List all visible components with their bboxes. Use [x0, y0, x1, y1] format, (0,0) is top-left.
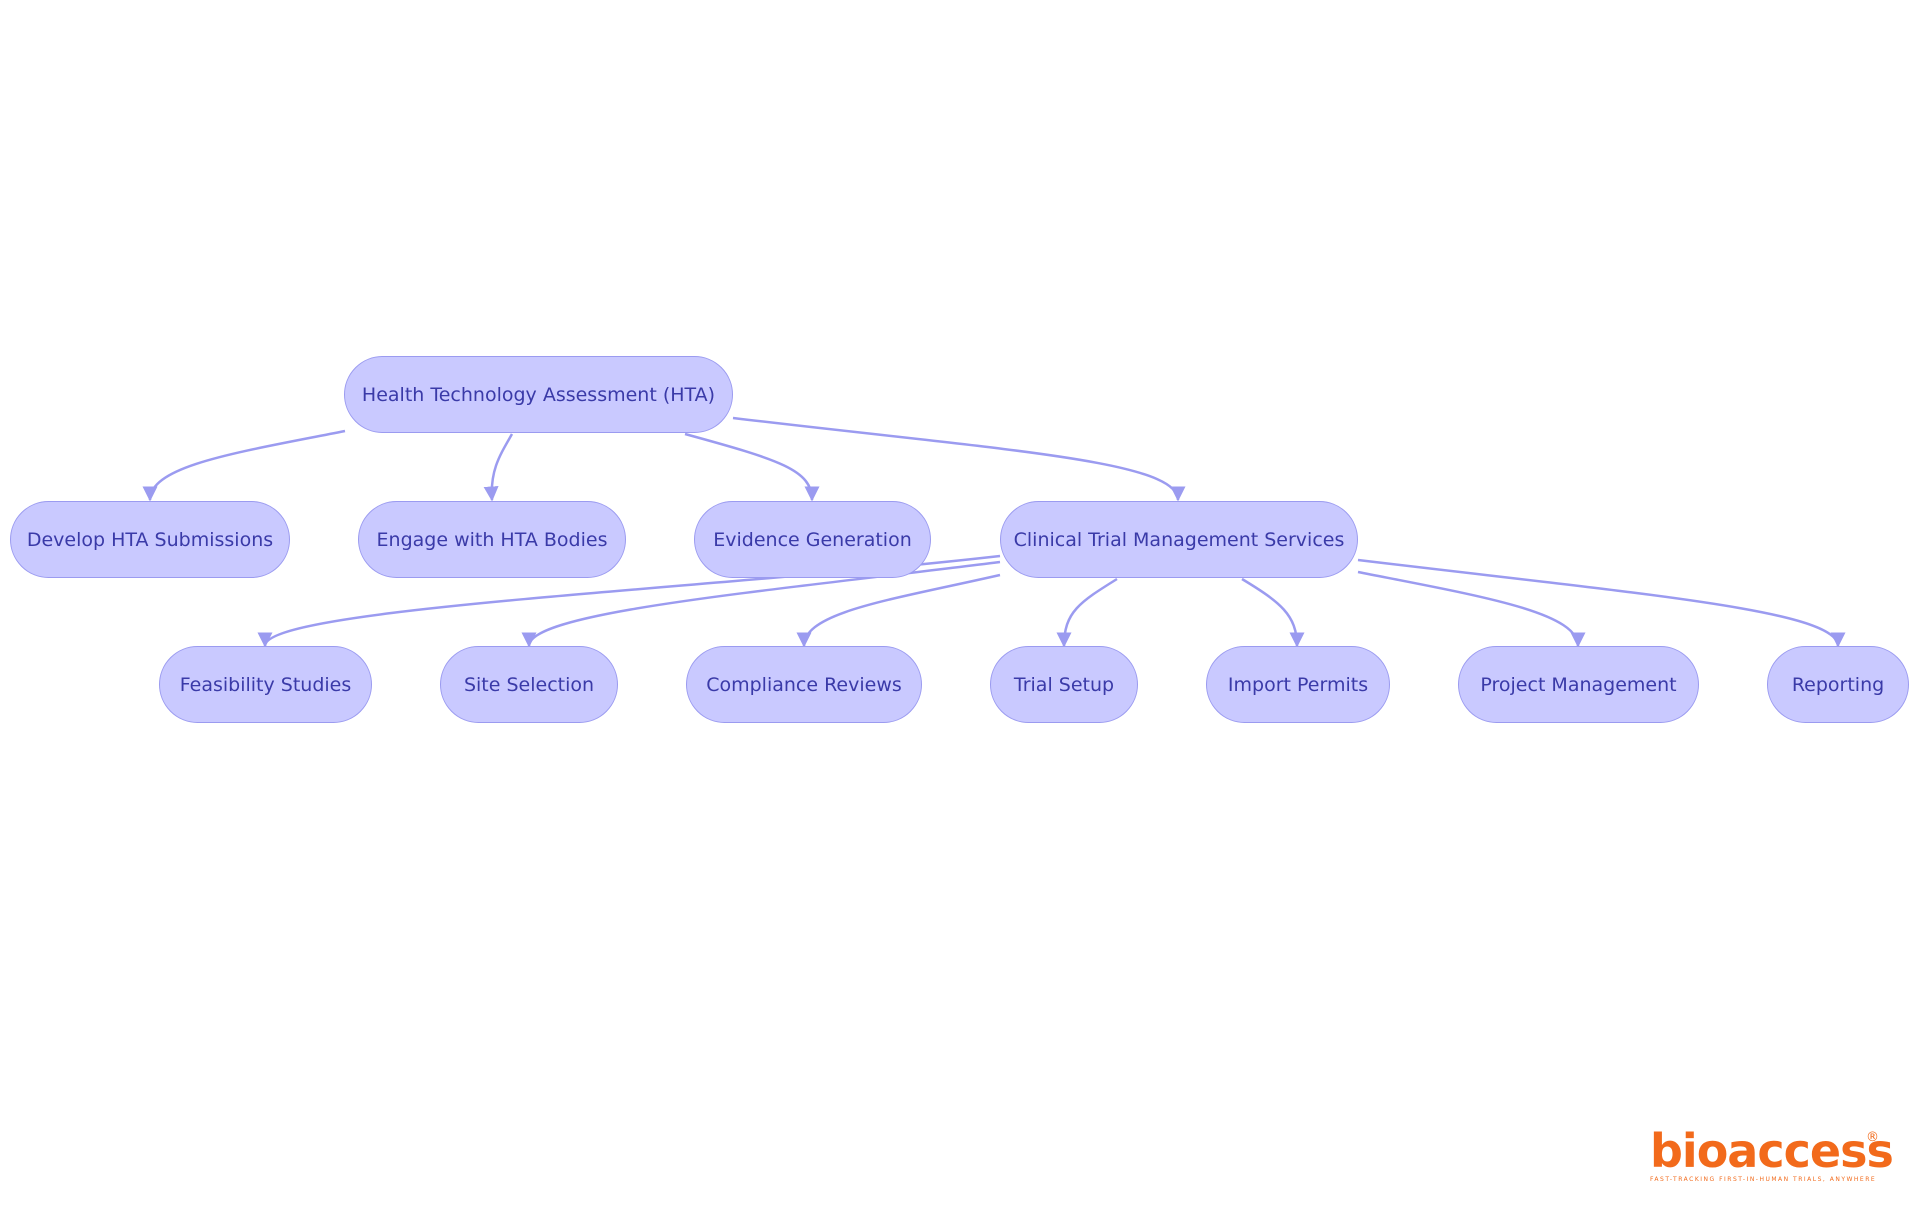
edge-ctms-to-reporting [1357, 558, 1846, 648]
node-setup-label: Trial Setup [1013, 673, 1115, 696]
logo-wordmark: bioaccess [1650, 1124, 1894, 1178]
edge-ctms-to-setup [1056, 577, 1118, 648]
node-hta-label: Health Technology Assessment (HTA) [361, 383, 716, 406]
node-feasibility-label: Feasibility Studies [179, 673, 352, 696]
node-site-label: Site Selection [463, 673, 595, 696]
logo-tagline: FAST-TRACKING FIRST-IN-HUMAN TRIALS, ANY… [1650, 1176, 1877, 1183]
edge-ctms-to-project [1357, 570, 1586, 648]
node-reporting-label: Reporting [1791, 673, 1885, 696]
node-site-selection: Site Selection [440, 646, 618, 723]
node-feasibility-studies: Feasibility Studies [159, 646, 372, 723]
node-project-management: Project Management [1458, 646, 1699, 723]
node-reporting: Reporting [1767, 646, 1909, 723]
edge-ctms-to-import [1241, 577, 1305, 648]
edge-ctms-to-compliance [796, 573, 1001, 648]
edge-hta-to-develop [142, 429, 346, 502]
node-engage-label: Engage with HTA Bodies [376, 528, 608, 551]
node-evidence-generation: Evidence Generation [694, 501, 931, 578]
bioaccess-logo: bioaccess ® FAST-TRACKING FIRST-IN-HUMAN… [1650, 1124, 1894, 1184]
edge-hta-to-evidence [684, 432, 820, 502]
edge-hta-to-engage [483, 433, 514, 502]
node-compliance-label: Compliance Reviews [706, 673, 902, 696]
node-import-permits: Import Permits [1206, 646, 1390, 723]
node-develop-label: Develop HTA Submissions [26, 528, 274, 551]
node-compliance-reviews: Compliance Reviews [686, 646, 922, 723]
node-clinical-trial-management-services: Clinical Trial Management Services [1000, 501, 1358, 578]
node-import-label: Import Permits [1227, 673, 1369, 696]
node-ctms-label: Clinical Trial Management Services [1013, 528, 1345, 551]
node-develop-hta-submissions: Develop HTA Submissions [10, 501, 290, 578]
logo-registered-mark: ® [1866, 1130, 1879, 1145]
node-hta: Health Technology Assessment (HTA) [344, 356, 733, 433]
node-evidence-label: Evidence Generation [713, 528, 912, 551]
node-engage-with-hta-bodies: Engage with HTA Bodies [358, 501, 626, 578]
node-trial-setup: Trial Setup [990, 646, 1138, 723]
edge-hta-to-ctms [732, 416, 1186, 502]
node-project-label: Project Management [1480, 673, 1677, 696]
